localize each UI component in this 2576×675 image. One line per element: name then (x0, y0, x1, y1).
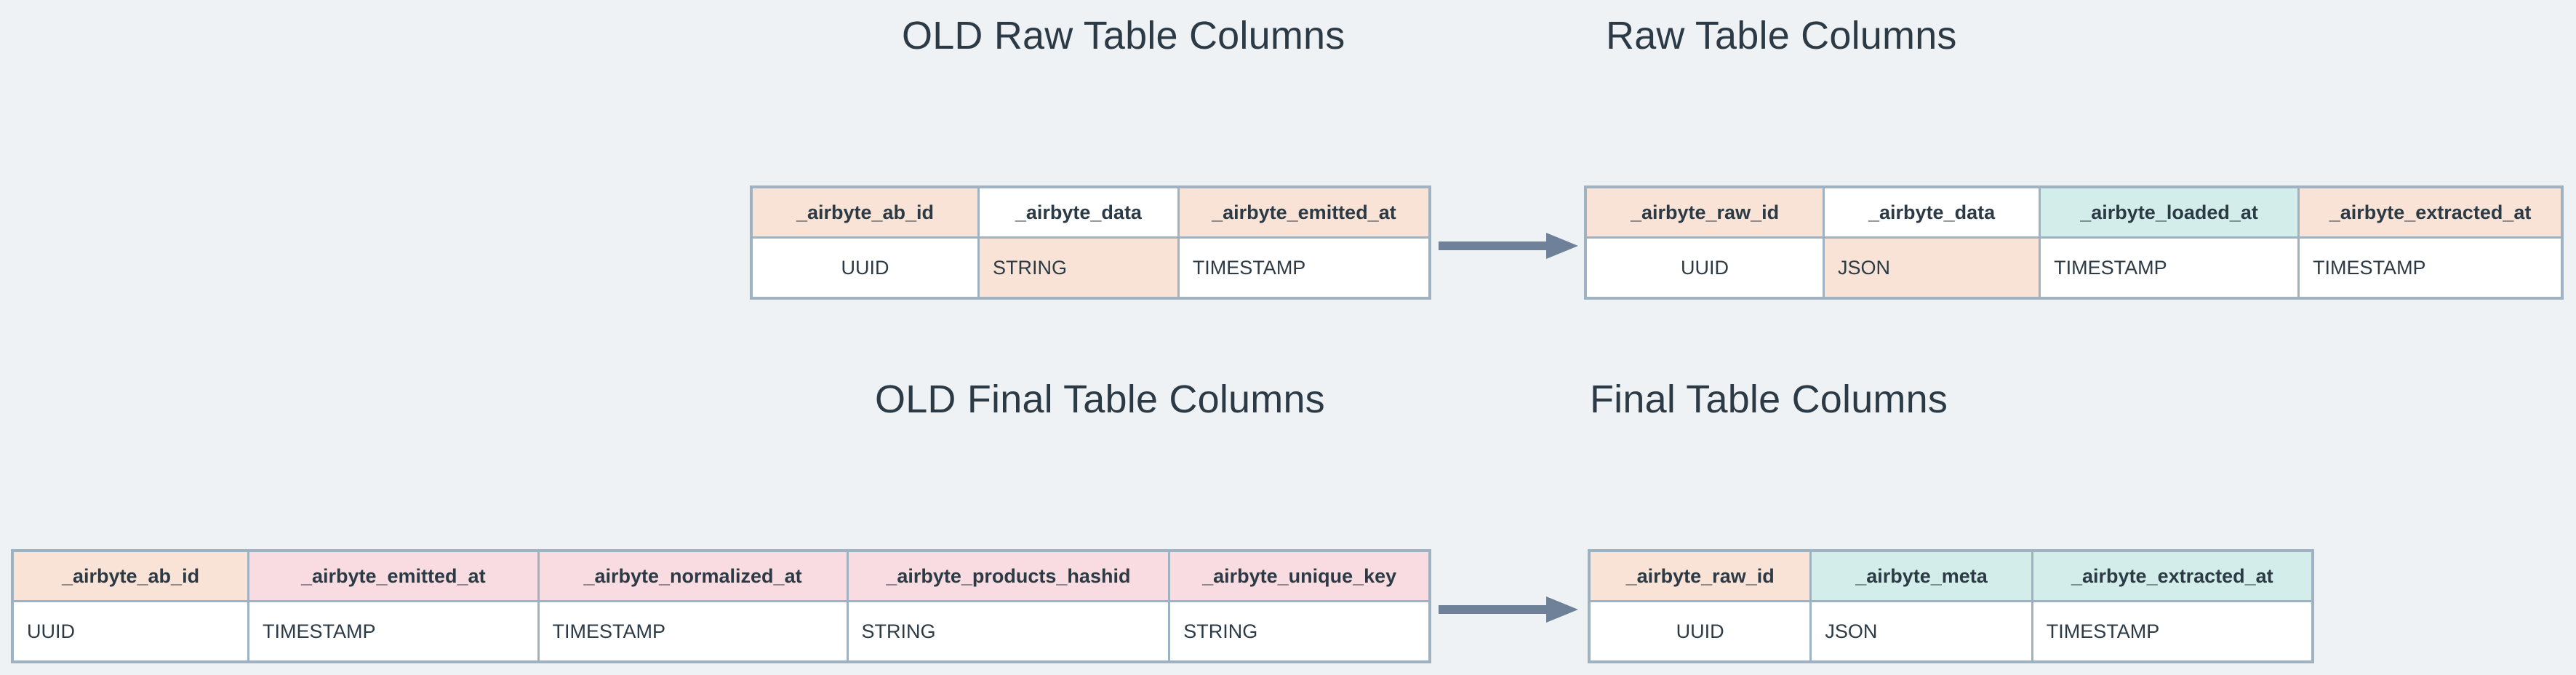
column-type-cell: STRING (846, 600, 1171, 663)
column-header-cell: _airbyte_data (1823, 185, 2041, 239)
column-type-cell: TIMESTAMP (247, 600, 540, 663)
page-title-old-raw-table-columns: OLD Raw Table Columns (902, 14, 1345, 57)
page-title-old-final-table-columns: OLD Final Table Columns (875, 378, 1325, 421)
table-old-raw-columns: _airbyte_ab_id _airbyte_data _airbyte_em… (750, 185, 1431, 300)
table-row: UUID TIMESTAMP TIMESTAMP STRING STRING (11, 600, 1431, 663)
column-type-cell: JSON (1809, 600, 2033, 663)
table-row: UUID JSON TIMESTAMP TIMESTAMP (1584, 236, 2564, 300)
column-header-cell: _airbyte_ab_id (11, 549, 250, 602)
column-header-cell: _airbyte_emitted_at (1177, 185, 1431, 239)
column-header-cell: _airbyte_normalized_at (537, 549, 849, 602)
column-header-cell: _airbyte_data (977, 185, 1180, 239)
column-header-cell: _airbyte_unique_key (1168, 549, 1431, 602)
column-type-cell: UUID (1584, 236, 1825, 300)
column-header-cell: _airbyte_meta (1809, 549, 2033, 602)
table-row: _airbyte_raw_id _airbyte_meta _airbyte_e… (1588, 549, 2314, 602)
column-type-cell: TIMESTAMP (2031, 600, 2314, 663)
column-type-cell: STRING (1168, 600, 1431, 663)
page-title-raw-table-columns: Raw Table Columns (1606, 14, 1957, 57)
table-row: _airbyte_ab_id _airbyte_data _airbyte_em… (750, 185, 1431, 239)
table-old-final-columns: _airbyte_ab_id _airbyte_emitted_at _airb… (11, 549, 1431, 663)
column-header-cell: _airbyte_extracted_at (2031, 549, 2314, 602)
column-type-cell: UUID (1588, 600, 1812, 663)
arrow-right-icon (1439, 230, 1578, 262)
column-header-cell: _airbyte_extracted_at (2297, 185, 2564, 239)
column-header-cell: _airbyte_ab_id (750, 185, 980, 239)
column-type-cell: TIMESTAMP (537, 600, 849, 663)
table-row: _airbyte_ab_id _airbyte_emitted_at _airb… (11, 549, 1431, 602)
column-type-cell: JSON (1823, 236, 2041, 300)
column-header-cell: _airbyte_loaded_at (2039, 185, 2300, 239)
column-type-cell: UUID (750, 236, 980, 300)
column-type-cell: TIMESTAMP (1177, 236, 1431, 300)
column-header-cell: _airbyte_emitted_at (247, 549, 540, 602)
column-type-cell: UUID (11, 600, 250, 663)
column-type-cell: TIMESTAMP (2297, 236, 2564, 300)
table-raw-columns: _airbyte_raw_id _airbyte_data _airbyte_l… (1584, 185, 2564, 300)
table-row: _airbyte_raw_id _airbyte_data _airbyte_l… (1584, 185, 2564, 239)
column-type-cell: STRING (977, 236, 1180, 300)
column-header-cell: _airbyte_products_hashid (846, 549, 1171, 602)
table-row: UUID JSON TIMESTAMP (1588, 600, 2314, 663)
page-title-final-table-columns: Final Table Columns (1590, 378, 1948, 421)
column-header-cell: _airbyte_raw_id (1584, 185, 1825, 239)
table-row: UUID STRING TIMESTAMP (750, 236, 1431, 300)
table-final-columns: _airbyte_raw_id _airbyte_meta _airbyte_e… (1588, 549, 2314, 663)
arrow-right-icon (1439, 594, 1578, 626)
column-type-cell: TIMESTAMP (2039, 236, 2300, 300)
column-header-cell: _airbyte_raw_id (1588, 549, 1812, 602)
